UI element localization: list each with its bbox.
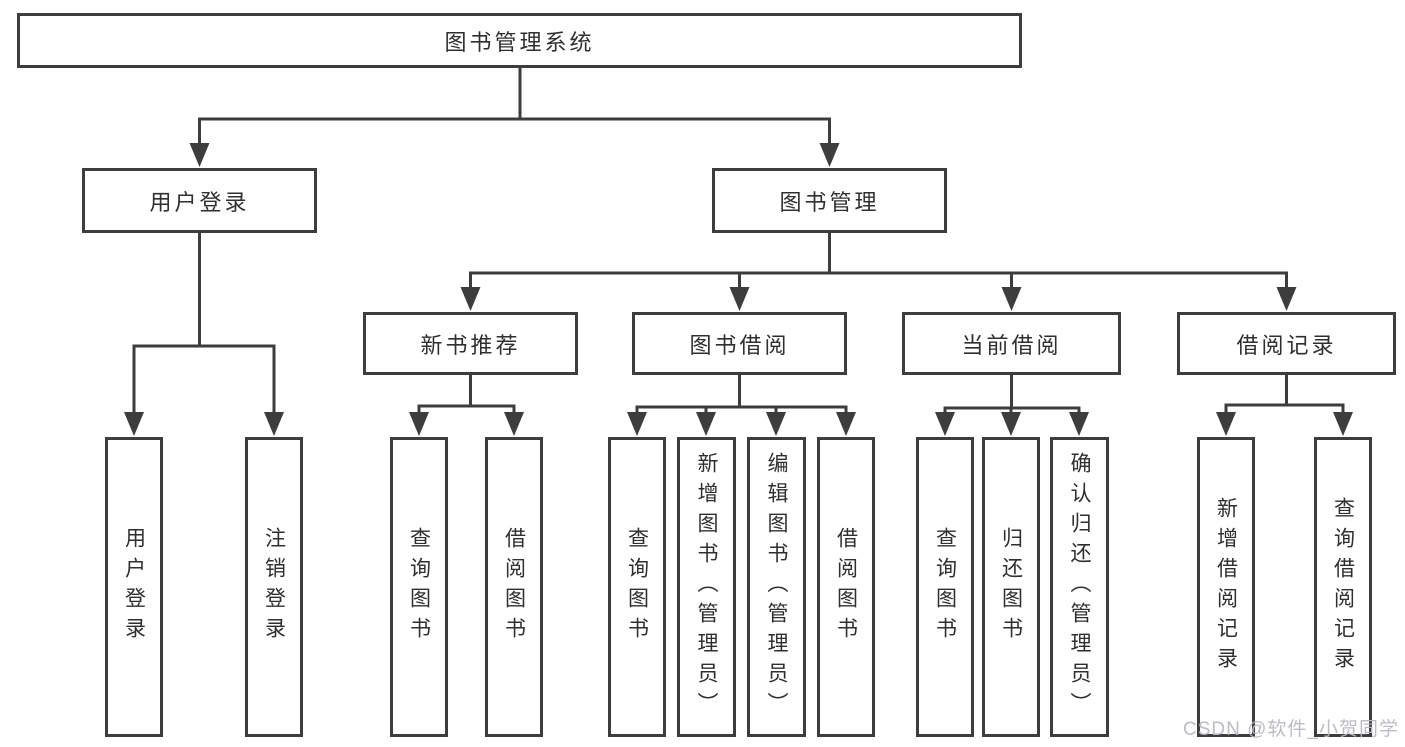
arrowhead-icon	[935, 412, 955, 436]
node-book-management: 图书管理	[712, 168, 947, 233]
arrowhead-icon	[729, 287, 750, 311]
leaf-confirm-return-admin: 确认归还（管理员）	[1050, 437, 1109, 737]
leaf-query-books-current: 查询图书	[916, 437, 974, 737]
arrowhead-icon	[460, 287, 481, 311]
arrowhead-icon	[1001, 412, 1021, 436]
node-new-book-recommendation: 新书推荐	[363, 312, 578, 375]
arrowhead-icon	[124, 412, 144, 436]
arrowhead-icon	[1069, 412, 1089, 436]
leaf-query-books-recommend: 查询图书	[390, 437, 448, 737]
arrowhead-icon	[819, 143, 840, 167]
arrowhead-icon	[264, 412, 284, 436]
node-book-borrowing: 图书借阅	[632, 312, 847, 375]
arrowhead-icon	[1216, 412, 1236, 436]
arrowhead-icon	[504, 412, 524, 436]
arrowhead-icon	[1001, 287, 1022, 311]
arrowhead-icon	[1333, 412, 1353, 436]
arrowhead-icon	[766, 412, 786, 436]
leaf-query-books-borrowing: 查询图书	[608, 437, 666, 737]
arrowhead-icon	[836, 412, 856, 436]
leaf-add-borrow-record: 新增借阅记录	[1197, 437, 1255, 737]
arrowhead-icon	[627, 412, 647, 436]
node-library-management-system: 图书管理系统	[17, 13, 1022, 68]
node-borrowing-records: 借阅记录	[1177, 312, 1396, 375]
leaf-borrow-books-recommend: 借阅图书	[485, 437, 543, 737]
leaf-logout: 注销登录	[245, 437, 303, 737]
leaf-add-books-admin: 新增图书（管理员）	[677, 437, 736, 737]
leaf-borrow-books: 借阅图书	[817, 437, 875, 737]
node-current-borrowing: 当前借阅	[902, 312, 1121, 375]
node-user-login: 用户登录	[82, 168, 317, 233]
arrowhead-icon	[189, 143, 210, 167]
arrowhead-icon	[1276, 287, 1297, 311]
leaf-user-login: 用户登录	[105, 437, 163, 737]
connector-lines	[132, 64, 1345, 418]
leaf-query-borrow-record: 查询借阅记录	[1314, 437, 1372, 737]
leaf-edit-books-admin: 编辑图书（管理员）	[747, 437, 806, 737]
arrowheads	[124, 143, 1353, 436]
arrowhead-icon	[696, 412, 716, 436]
arrowhead-icon	[409, 412, 429, 436]
csdn-watermark: CSDN @软件_小贺同学	[1183, 719, 1399, 740]
leaf-return-books: 归还图书	[982, 437, 1040, 737]
